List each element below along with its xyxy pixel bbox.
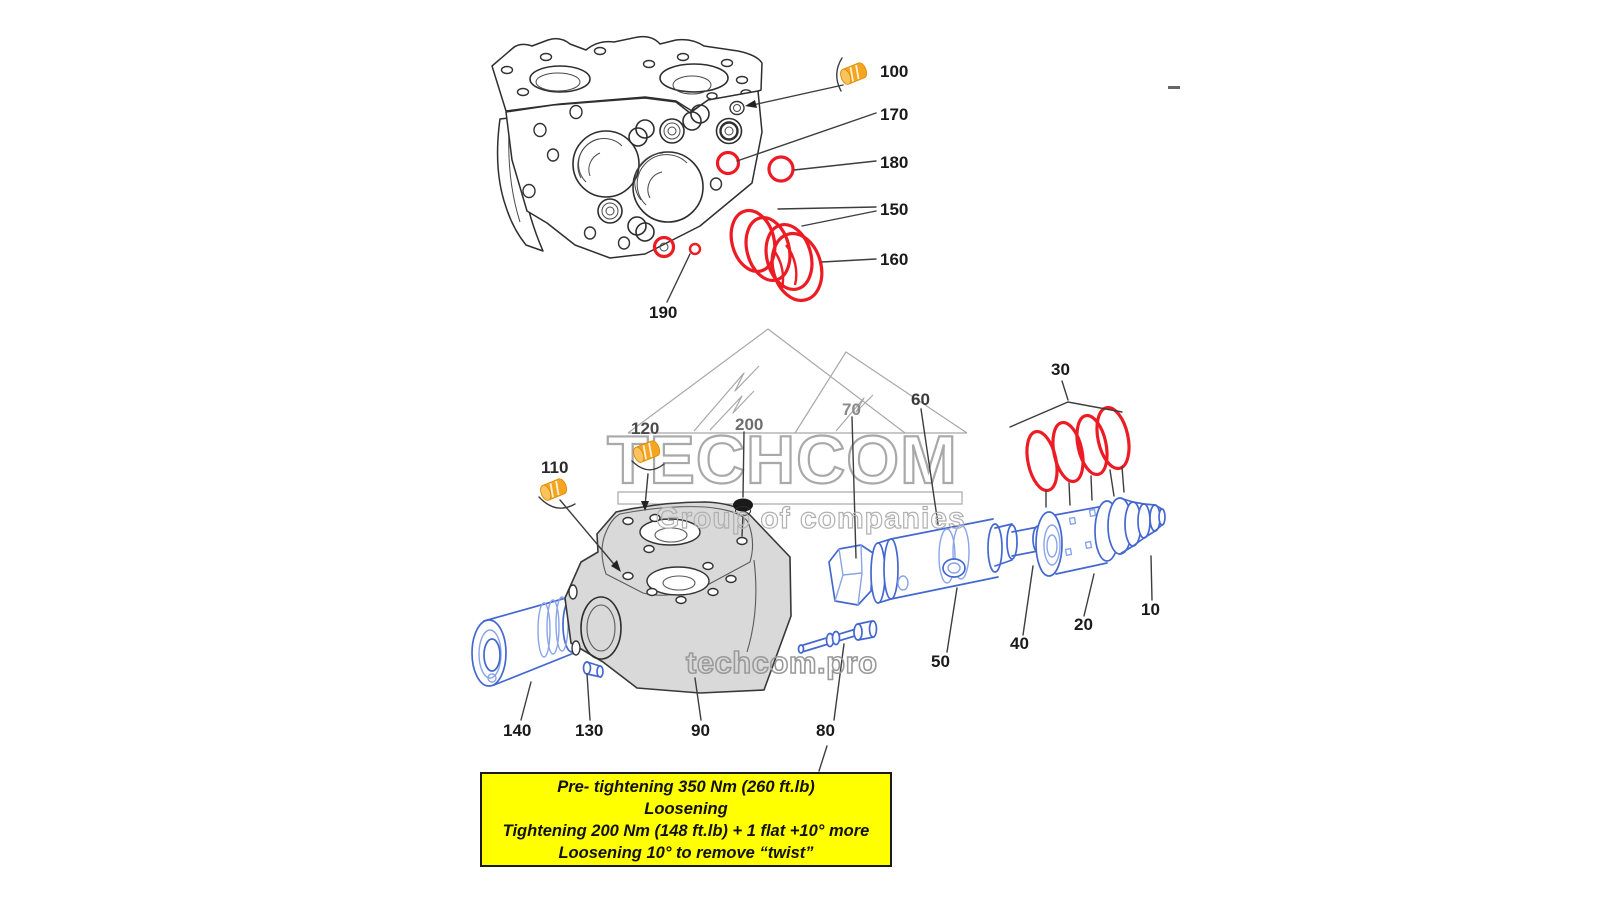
lower-leader-lines: [520, 380, 1153, 772]
note-line-2: Loosening: [644, 799, 728, 818]
plug-icon-100: [837, 60, 870, 87]
o-ring-set-30: [1025, 405, 1131, 493]
ringed-port: [659, 118, 685, 144]
watermark-site: techcom.pro: [685, 644, 878, 681]
valve-body-90-drawing: [564, 501, 792, 694]
ringed-port: [715, 117, 743, 145]
flange-bolt-holes: [500, 46, 752, 100]
arrowhead-120: [641, 501, 649, 511]
watermark-brand: TECHCOM: [606, 422, 958, 498]
plug-icon-120: [630, 438, 663, 465]
o-ring-170: [715, 150, 741, 176]
note-line-4: Loosening 10° to remove “twist”: [558, 843, 814, 862]
tick-mark: [1168, 86, 1180, 89]
o-ring-set-150-160: [729, 208, 824, 303]
arrowhead-110: [611, 560, 621, 572]
cartridge-50-drawing: [828, 518, 1018, 606]
upper-housing-drawing: [491, 35, 763, 259]
face-holes: [522, 100, 745, 252]
note-line-1: Pre- tightening 350 Nm (260 ft.lb): [557, 777, 815, 796]
ringed-port: [597, 198, 623, 224]
torque-note-box: Pre- tightening 350 Nm (260 ft.lb) Loose…: [480, 772, 892, 867]
spool-drawing: [1011, 497, 1166, 577]
spool-neck-40: [1011, 526, 1039, 557]
body-bolt-holes: [622, 513, 748, 605]
spool-end-10: [1124, 501, 1166, 547]
watermark-tagline: Group of companies: [655, 501, 966, 535]
arrowhead-100: [745, 100, 757, 108]
upper-o-rings: [652, 150, 824, 303]
upper-leader-lines: [666, 57, 877, 303]
rod-80-drawing: [797, 620, 878, 654]
o-ring-190a: [652, 235, 676, 259]
o-ring-180: [767, 155, 795, 183]
note-line-3: Tightening 200 Nm (148 ft.lb) + 1 flat +…: [502, 821, 870, 840]
plug-icon-110: [537, 476, 570, 503]
dome-plug-200: [733, 498, 753, 517]
o-ring-190b: [688, 242, 702, 256]
